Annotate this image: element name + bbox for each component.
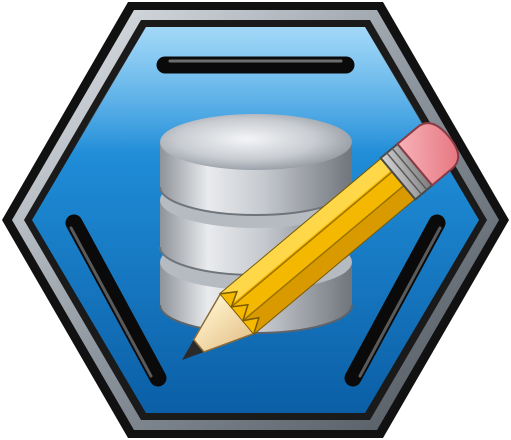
pencil-icon bbox=[182, 122, 460, 360]
badge-groove-left bbox=[65, 214, 167, 387]
badge-groove-right bbox=[344, 214, 446, 387]
badge-groove-top bbox=[156, 56, 355, 74]
